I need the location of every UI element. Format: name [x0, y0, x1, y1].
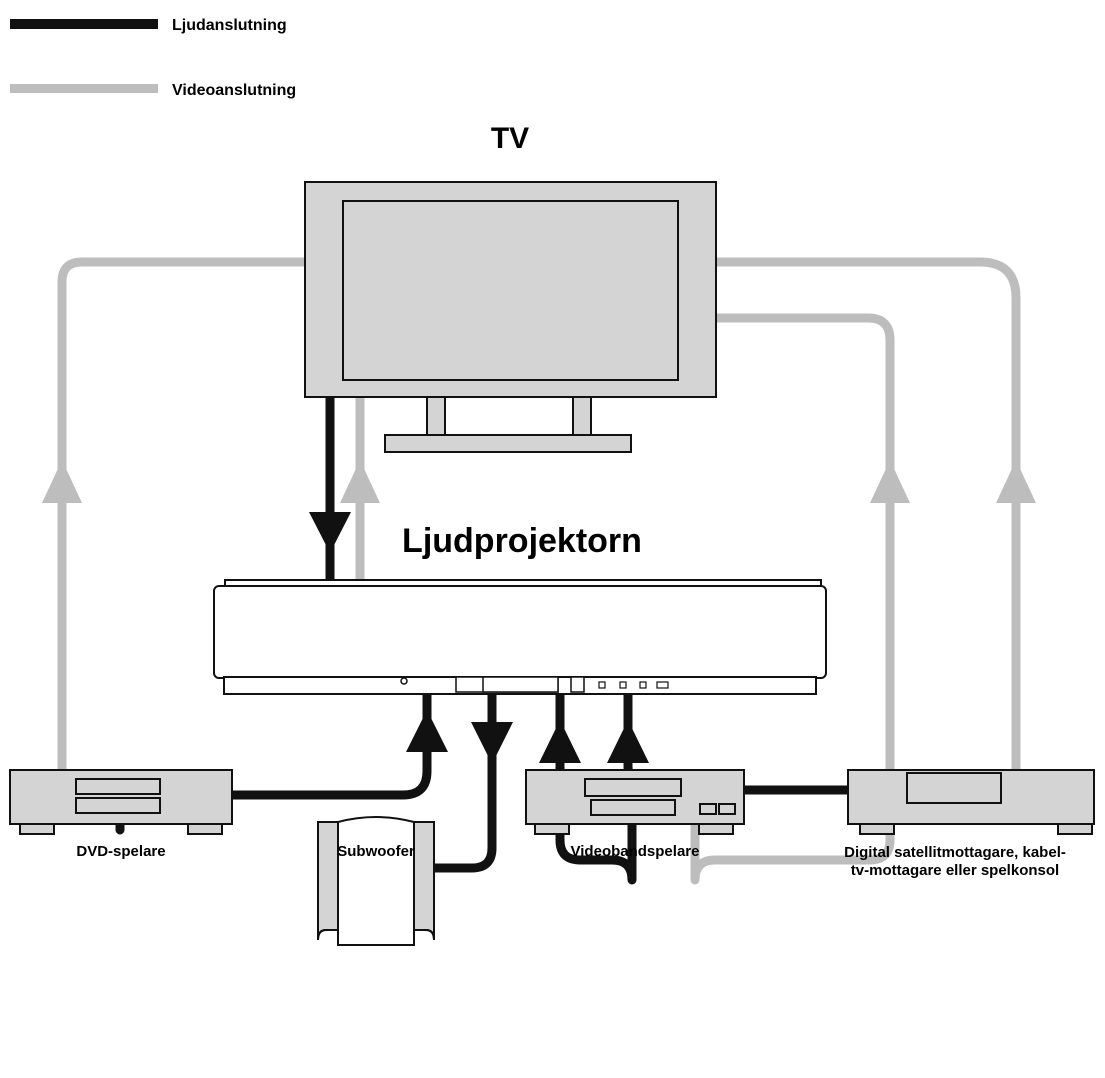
vcr-panel — [590, 799, 676, 816]
video-arrow-satellite — [996, 460, 1036, 503]
projector-body — [213, 585, 827, 679]
satellite-label-line1: Digital satellitmottagare, kabel- — [844, 844, 1066, 861]
satellite-label-line2: tv-mottagare eller spelkonsol — [851, 862, 1059, 879]
video-arrow-vcr — [870, 460, 910, 503]
video-cable-satellite — [716, 257, 1021, 772]
satellite-front-panel — [906, 772, 1002, 804]
audio-arrow-tv — [309, 512, 351, 553]
dvd-player: DVD-spelare — [9, 769, 233, 860]
dvd-tray-top — [75, 778, 161, 795]
tv-label: TV — [491, 122, 529, 155]
vcr-label: Videobandspelare — [571, 843, 700, 860]
projector-display-window — [482, 676, 559, 693]
video-cables — [42, 257, 1036, 885]
audio-arrow-vcr — [539, 720, 581, 763]
legend-video-label: Videoanslutning — [172, 82, 296, 99]
projector-button-4 — [656, 681, 669, 689]
audio-arrow-dvd — [406, 710, 448, 752]
audio-arrow-satellite — [607, 720, 649, 763]
dvd-tray-bottom — [75, 797, 161, 814]
video-cable-dvd — [57, 257, 305, 772]
video-arrow-projector — [340, 460, 380, 503]
projector-button-1 — [598, 681, 606, 689]
subwoofer-label: Subwoofer — [337, 843, 415, 860]
audio-cable-vcr — [555, 694, 637, 885]
projector-sensor-icon — [400, 677, 408, 685]
legend-video-swatch — [10, 84, 158, 93]
projector-button-3 — [639, 681, 647, 689]
projector-label: Ljudprojektorn — [402, 522, 642, 560]
vcr-cassette-slot — [584, 778, 682, 797]
projector-button-2 — [619, 681, 627, 689]
sound-projector: Ljudprojektorn — [213, 522, 827, 695]
tv-stand-post-right — [572, 395, 592, 437]
video-cable-vcr — [690, 313, 895, 885]
tv-stand-post-left — [426, 395, 446, 437]
tv: TV — [304, 122, 717, 453]
legend: Ljudanslutning Videoanslutning — [10, 17, 296, 99]
satellite-receiver: Digital satellitmottagare, kabel- tv-mot… — [844, 769, 1095, 879]
video-arrow-dvd — [42, 460, 82, 503]
legend-audio-swatch — [10, 19, 158, 29]
legend-audio-label: Ljudanslutning — [172, 17, 287, 34]
audio-arrow-subwoofer — [471, 722, 513, 764]
vcr-button-right — [718, 803, 736, 815]
tv-stand-base — [384, 434, 632, 453]
tv-screen — [342, 200, 679, 381]
subwoofer: Subwoofer — [317, 816, 435, 946]
vcr: Videobandspelare — [525, 769, 745, 860]
projector-button-power — [570, 676, 585, 693]
vcr-button-left — [699, 803, 717, 815]
subwoofer-cone — [337, 816, 415, 946]
dvd-label: DVD-spelare — [76, 843, 165, 860]
